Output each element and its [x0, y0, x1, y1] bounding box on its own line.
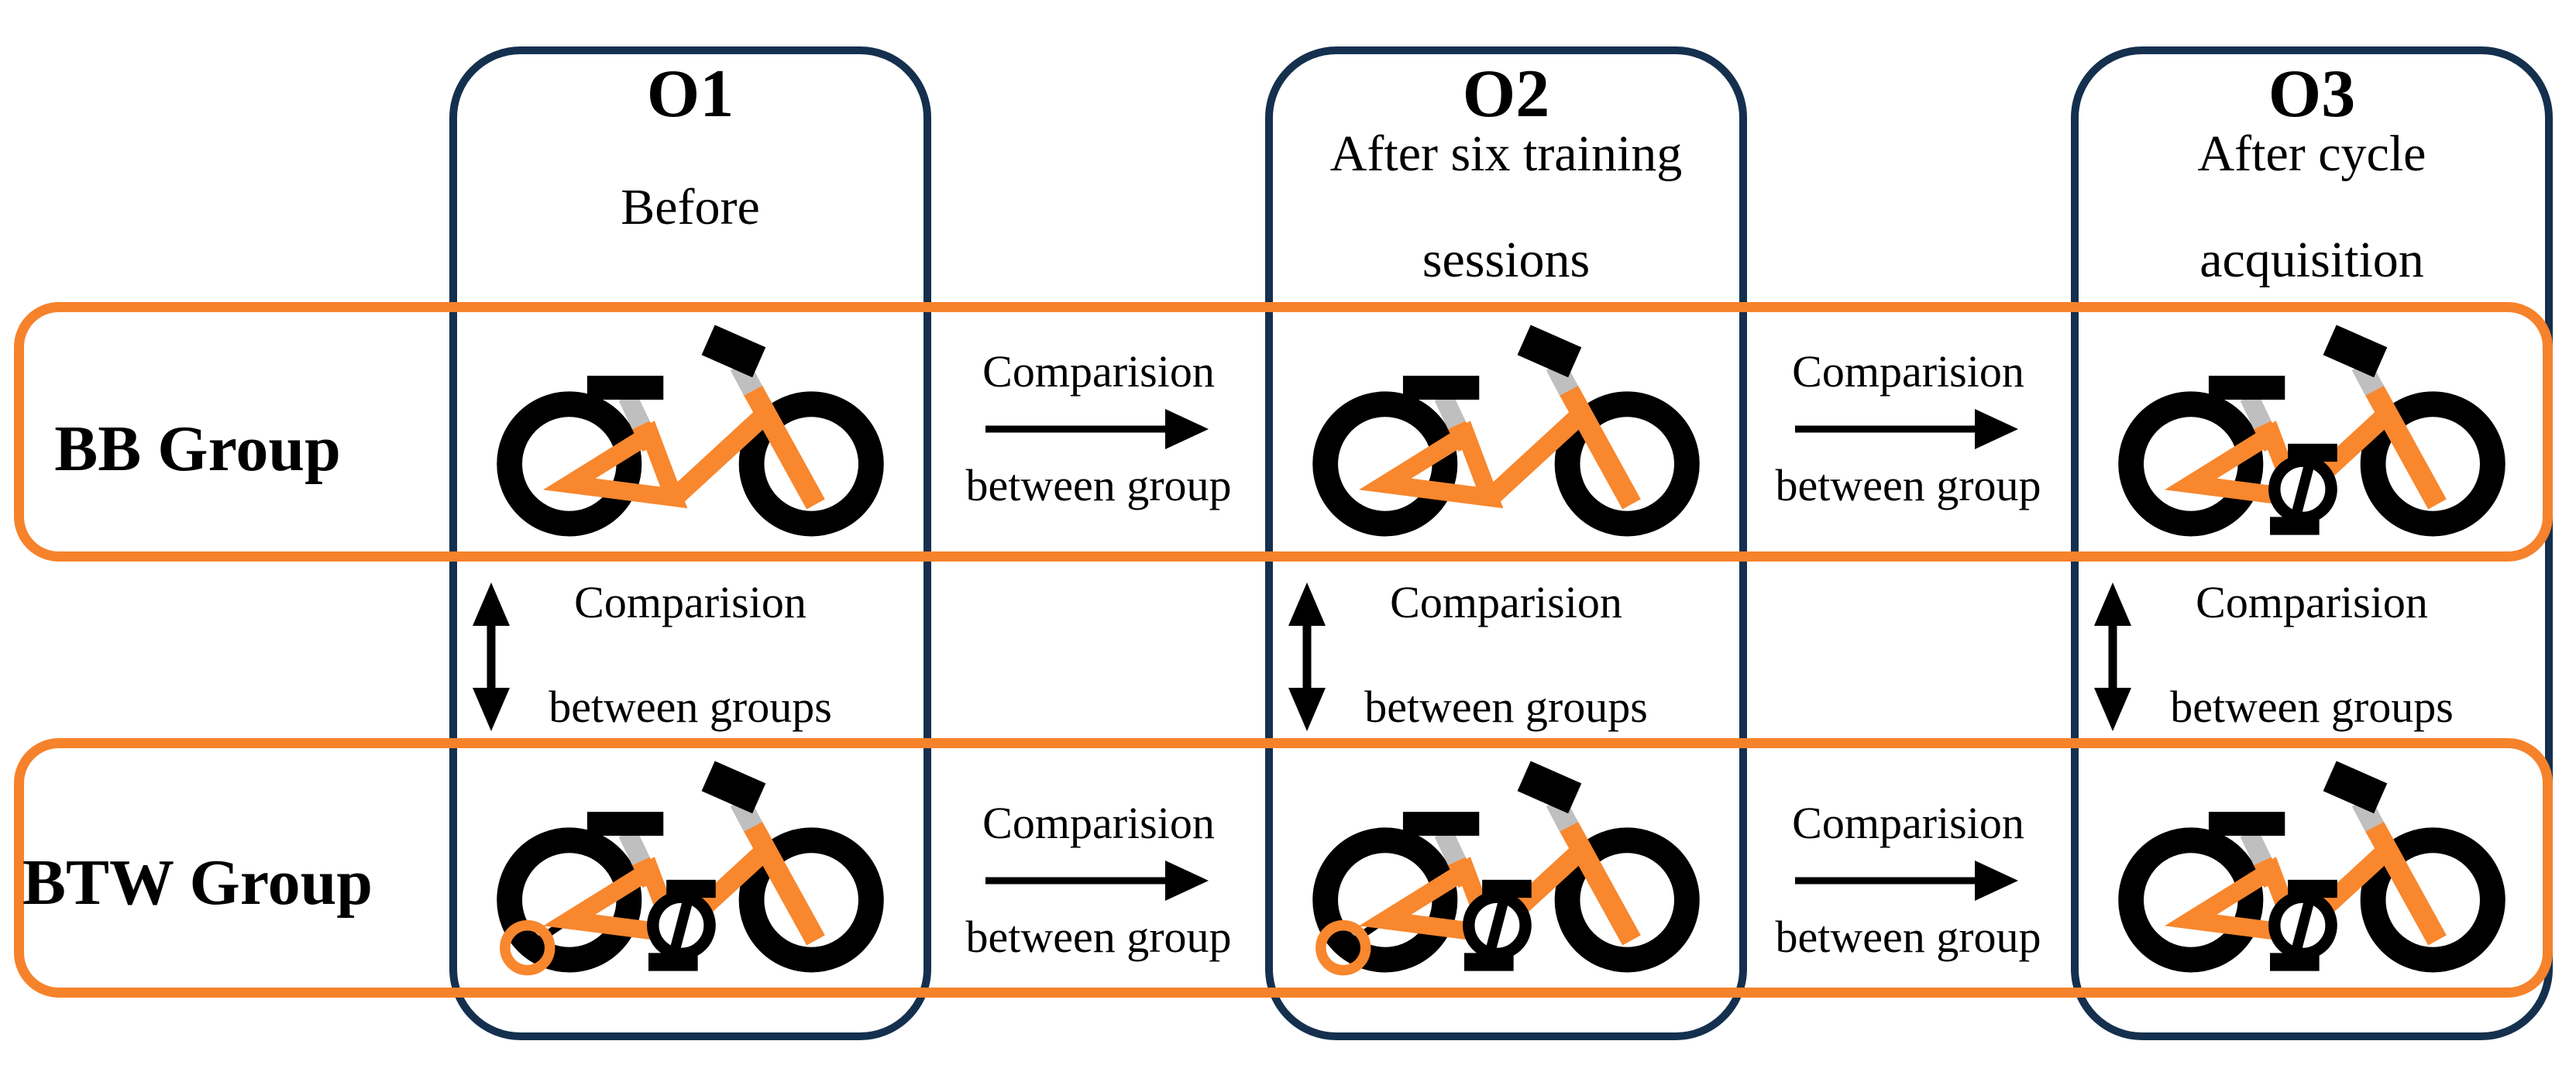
- right-arrow-icon: [1795, 408, 2018, 449]
- vertical-double-arrow-icon: [2094, 582, 2131, 731]
- timepoint-column-o3: [2071, 46, 2553, 1040]
- comparison-label-line2: between group: [1775, 459, 2041, 510]
- training-bike-icon: [497, 761, 884, 976]
- right-arrow-icon: [985, 860, 1209, 901]
- group-row-bb: [14, 302, 2553, 562]
- pedal-bike-icon: [2118, 325, 2505, 537]
- comparison-label-line1: Comparision: [982, 346, 1215, 397]
- timepoint-title: O2: [1462, 57, 1550, 132]
- bike-btw-o1: [481, 752, 899, 984]
- training-bike-icon: [1312, 761, 1700, 976]
- pedal-bike-icon: [2118, 761, 2505, 973]
- between-groups-comparison-label-line1: Comparision: [2196, 577, 2428, 627]
- bike-bb-o2: [1297, 316, 1715, 548]
- bike-bb-o1: [481, 316, 899, 548]
- between-groups-comparison-label-line2: between groups: [2170, 682, 2454, 732]
- balance-bike-icon: [497, 325, 884, 537]
- between-groups-comparison-label-line1: Comparision: [574, 577, 807, 627]
- between-groups-comparison-label-line2: between groups: [1364, 682, 1648, 732]
- timepoint-title: O1: [646, 57, 734, 132]
- right-arrow-icon: [1795, 860, 2018, 901]
- vertical-double-arrow-icon: [473, 582, 510, 731]
- between-groups-comparison-label-line2: between groups: [549, 682, 832, 732]
- bike-bb-o3: [2103, 316, 2521, 548]
- comparison-label-line2: between group: [965, 911, 1232, 962]
- right-arrow-icon: [985, 408, 1209, 449]
- comparison-label-line1: Comparision: [982, 798, 1215, 848]
- comparison-label-line2: between group: [965, 459, 1232, 510]
- timepoint-subtitle-line: After six training: [1329, 125, 1683, 182]
- between-group-comparison-bb-o1-o2: Comparision between group: [932, 346, 1265, 511]
- timepoint-header-o1: O1 Before: [449, 46, 931, 288]
- between-group-comparison-btw-o1-o2: Comparision between group: [932, 798, 1265, 963]
- group-row-btw: [14, 738, 2553, 998]
- group-label-bb: BB Group: [54, 413, 341, 485]
- timepoint-column-o1: [449, 46, 931, 1040]
- comparison-label-line2: between group: [1775, 911, 2041, 962]
- timepoint-subtitle-line: acquisition: [2199, 232, 2424, 288]
- bike-btw-o3: [2103, 752, 2521, 984]
- bike-btw-o2: [1297, 752, 1715, 984]
- timepoint-subtitle-line: Before: [621, 178, 760, 235]
- timepoint-subtitle-line: After cycle: [2197, 125, 2426, 182]
- timepoint-header-o3: O3 After cycle acquisition: [2071, 46, 2553, 289]
- between-groups-comparison-label-line1: Comparision: [1390, 577, 1622, 627]
- timepoint-title: O3: [2268, 57, 2356, 132]
- comparison-label-line1: Comparision: [1792, 798, 2024, 848]
- timepoint-subtitle-line: sessions: [1422, 232, 1591, 288]
- timepoint-header-o2: O2 After six training sessions: [1265, 46, 1747, 289]
- between-group-comparison-btw-o2-o3: Comparision between group: [1742, 798, 2075, 963]
- group-label-btw: BTW Group: [22, 847, 373, 919]
- balance-bike-icon: [1312, 325, 1700, 537]
- comparison-label-line1: Comparision: [1792, 346, 2024, 397]
- between-group-comparison-bb-o2-o3: Comparision between group: [1742, 346, 2075, 511]
- timepoint-column-o2: [1265, 46, 1747, 1040]
- vertical-double-arrow-icon: [1288, 582, 1326, 731]
